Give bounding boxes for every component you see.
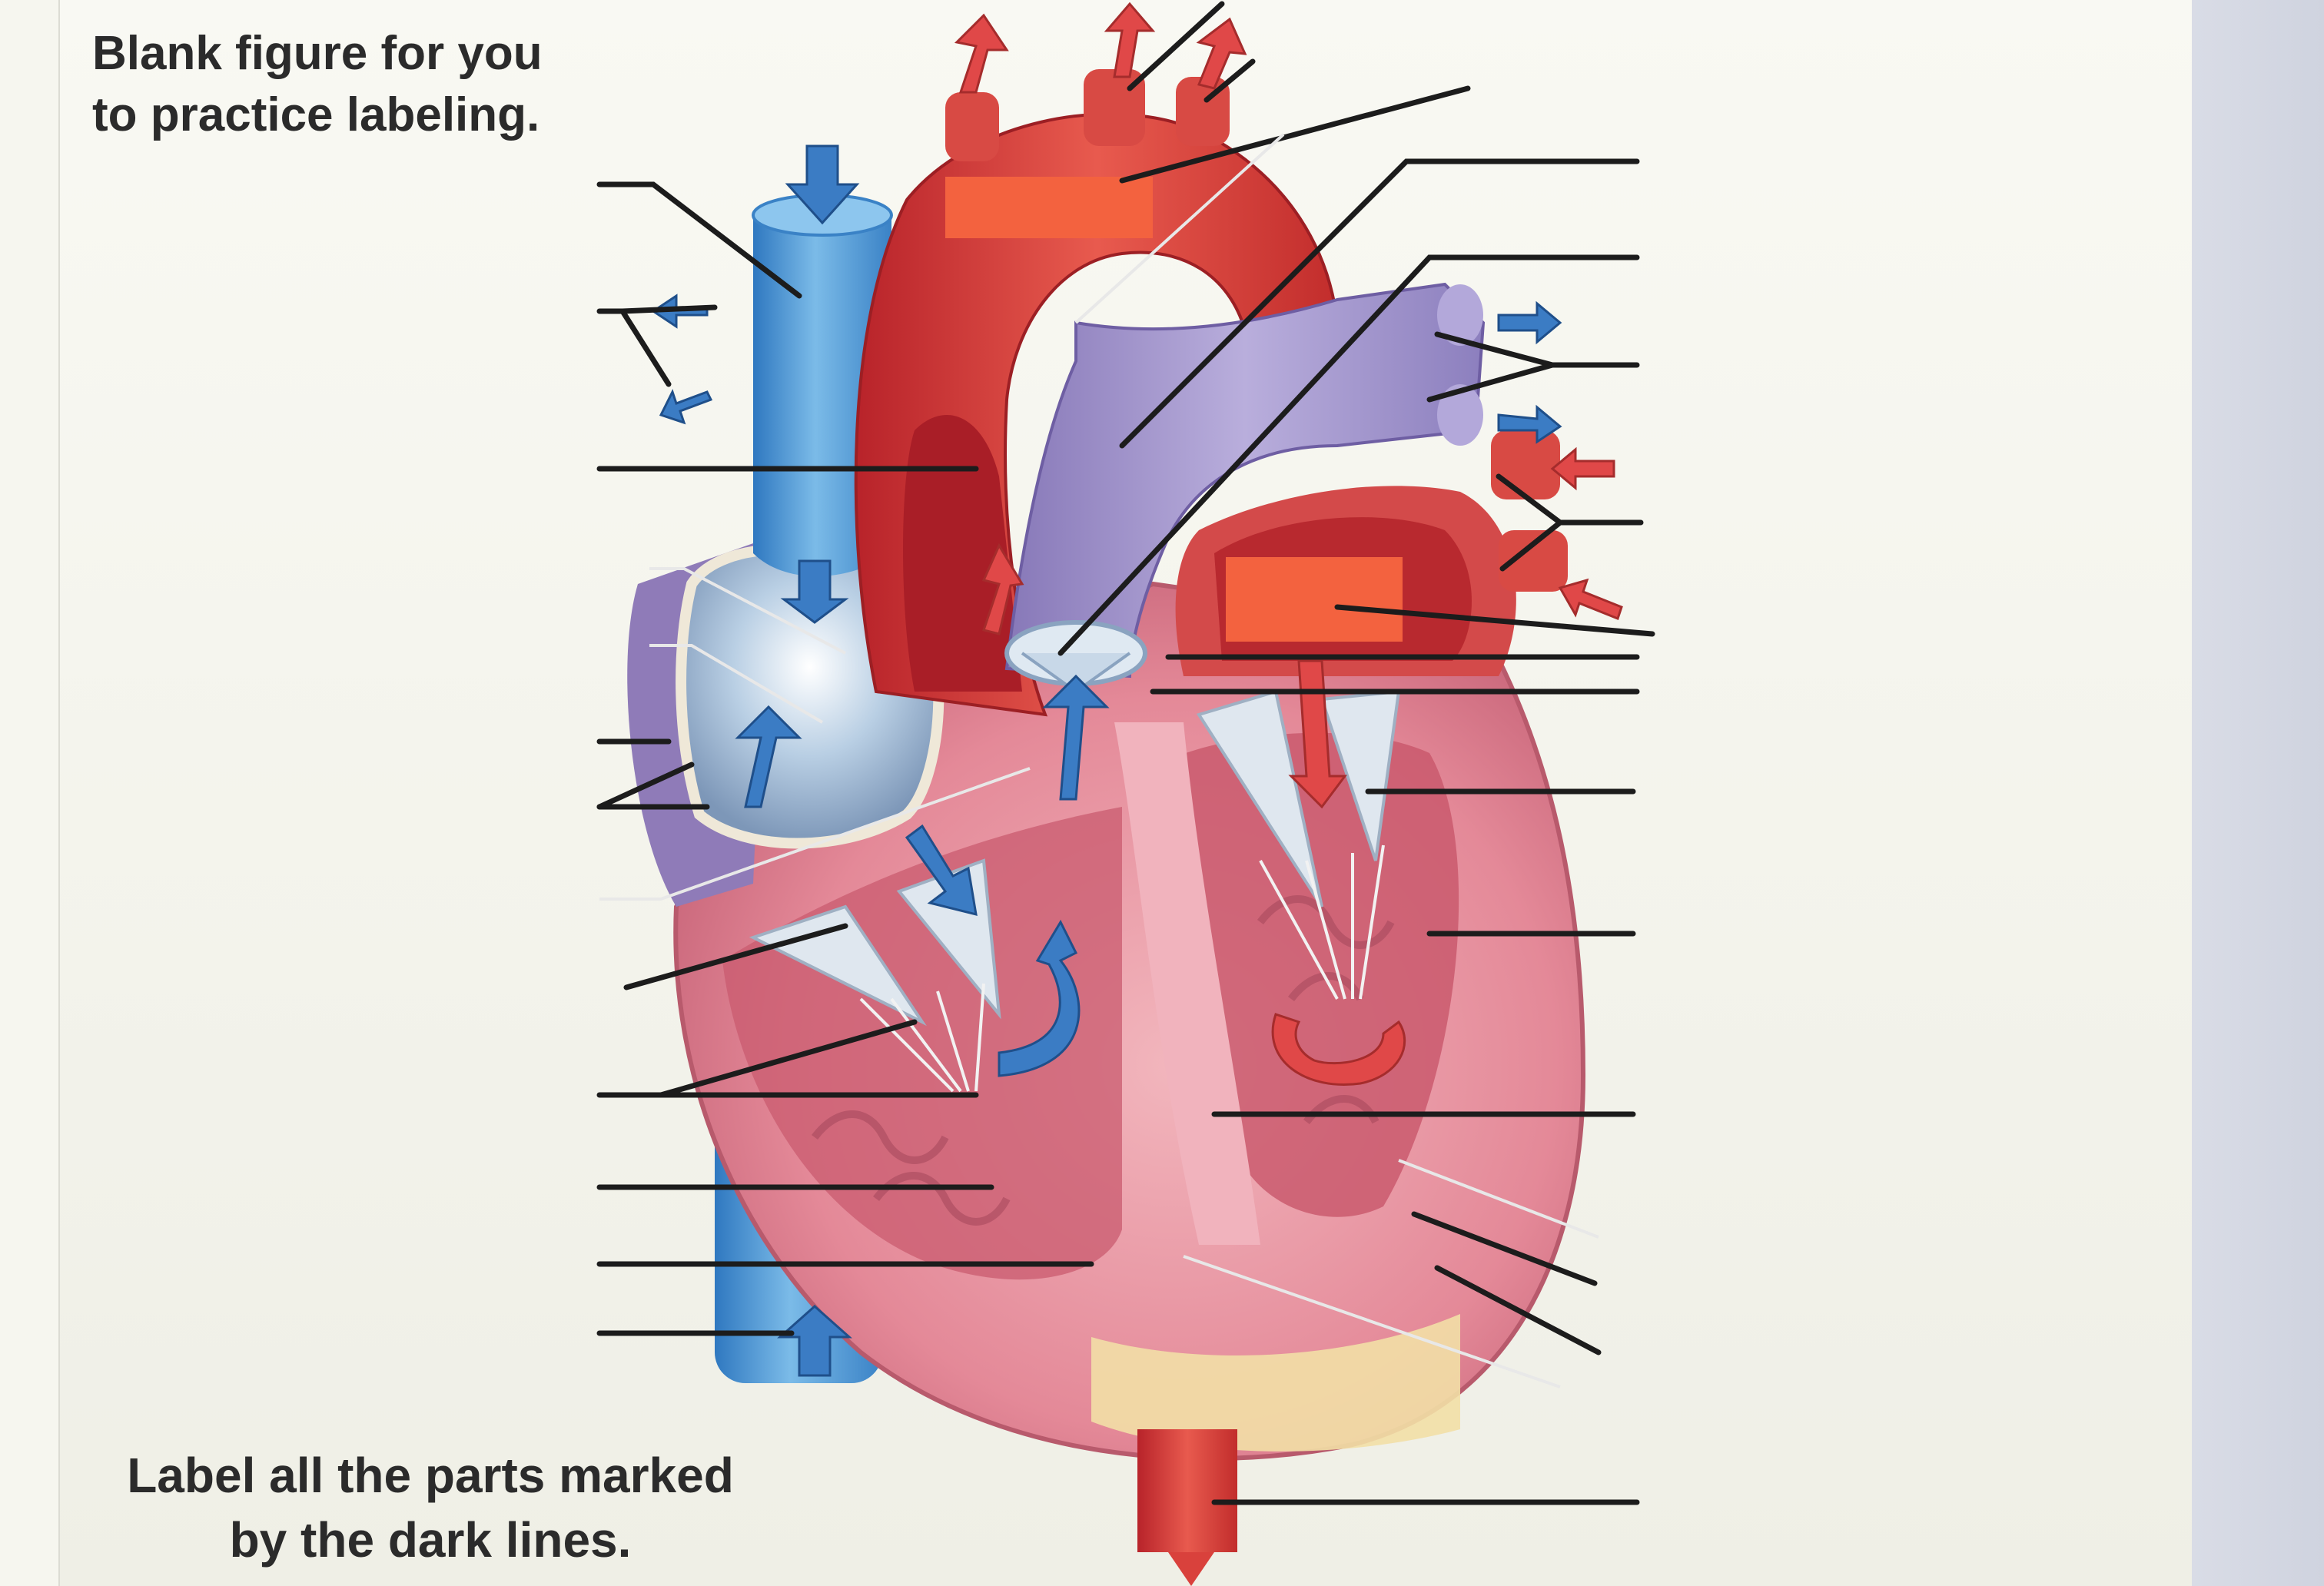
worksheet-title: Blank figure for you to practice labelin… (92, 23, 676, 146)
leader-line (1183, 1255, 1561, 1389)
arrow-left-icon (659, 389, 713, 425)
arrow-down-icon (1288, 659, 1347, 809)
blood-flow-arrows-red (954, 2, 1623, 1086)
title-line-1: Blank figure for you (92, 27, 543, 80)
arrow-up-icon (981, 542, 1024, 635)
leader-line (596, 761, 695, 810)
leader-line (1074, 133, 1285, 324)
worksheet-instructions: Label all the parts marked by the dark l… (46, 1443, 815, 1572)
leader-line (1434, 1265, 1602, 1355)
blank-label-box (1226, 557, 1403, 642)
instruction-line-2: by the dark lines. (229, 1512, 632, 1568)
leader-line (1334, 604, 1655, 637)
leader-line (1398, 1159, 1599, 1239)
arrow-left-icon (1550, 446, 1615, 491)
leader-line (649, 644, 824, 724)
leader-line (649, 567, 846, 655)
leader-line (1426, 362, 1555, 403)
leader-lines (596, 1, 1655, 1505)
brachiocephalic-trunk (945, 92, 999, 161)
thin-leader-lines (599, 133, 1599, 1389)
arrow-up-icon (735, 705, 802, 808)
arrow-right-icon (1497, 404, 1562, 444)
leader-line (1204, 58, 1256, 103)
leader-line (599, 767, 1031, 901)
mitral-valve (1196, 689, 1401, 908)
leader-line (619, 308, 672, 387)
leader-line (1119, 85, 1471, 184)
pulmonary-vein-lower (1499, 530, 1568, 592)
arrow-up-icon (1042, 674, 1110, 801)
arrow-up-icon (777, 1304, 852, 1377)
arrow-right-icon (1497, 300, 1562, 345)
title-line-2: to practice labeling. (92, 88, 540, 141)
blood-flow-arrows-blue (651, 144, 1562, 1377)
arrow-down-icon (780, 559, 849, 624)
arrow-left-icon (1558, 578, 1623, 620)
chordae-tendineae-left (1259, 844, 1385, 1000)
pulmonary-trunk (1004, 282, 1486, 679)
curved-arrow-icon (1271, 1013, 1406, 1086)
leader-line (1057, 254, 1640, 656)
leader-line (623, 923, 848, 990)
leader-line (596, 181, 802, 299)
instruction-line-1: Label all the parts marked (127, 1448, 734, 1503)
screen-edge (2192, 0, 2324, 1586)
leader-line (1119, 158, 1640, 449)
arrow-down-icon (905, 824, 978, 917)
leader-line (1127, 1, 1225, 91)
arrow-up-icon (1104, 2, 1156, 78)
leader-line (1411, 1211, 1598, 1286)
leader-line (1499, 519, 1563, 572)
arrow-up-icon (954, 13, 1009, 94)
arrow-down-icon (785, 144, 860, 225)
chordae-tendineae-right (859, 983, 985, 1093)
pulmonary-vein-upper (1491, 430, 1560, 499)
curved-arrow-icon (998, 919, 1081, 1077)
leader-line (596, 304, 718, 314)
blank-label-box (945, 177, 1153, 238)
arrow-up-icon (1196, 17, 1247, 90)
descending-aorta (1137, 1429, 1237, 1586)
